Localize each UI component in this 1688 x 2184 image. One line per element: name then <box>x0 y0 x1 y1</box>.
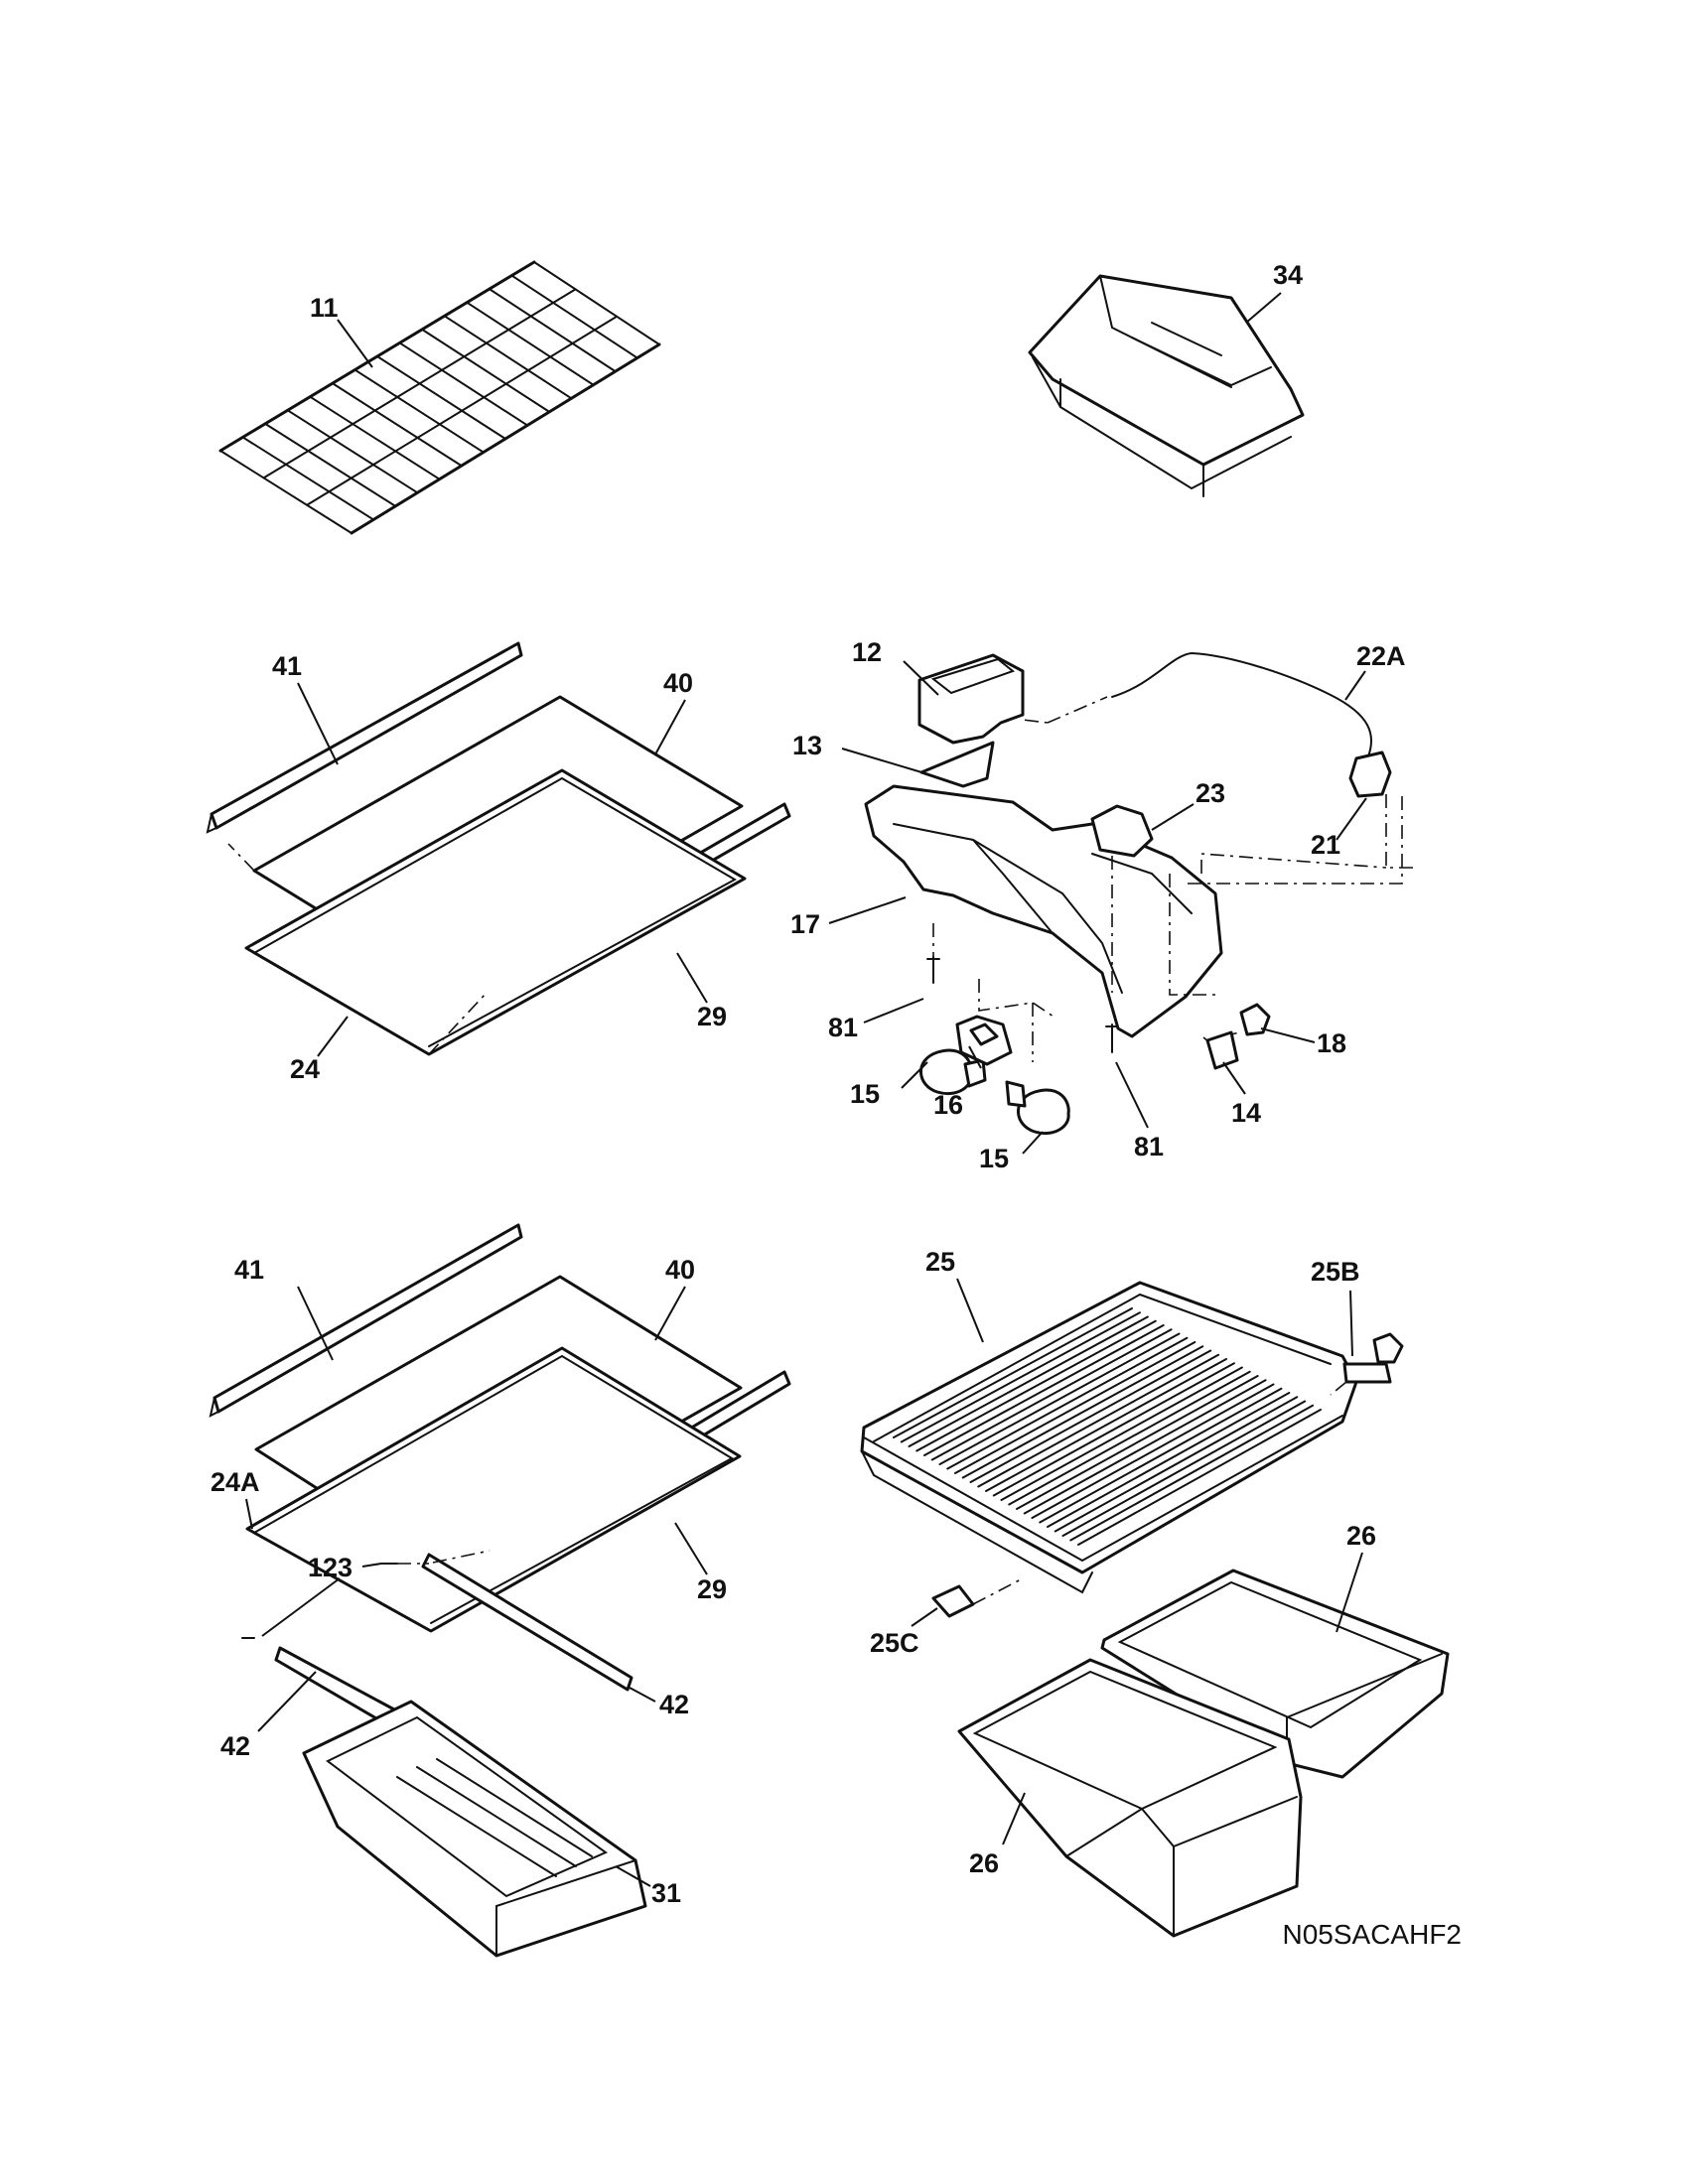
leader-lines <box>245 292 1367 1887</box>
label-40-a: 40 <box>663 668 693 698</box>
crisper-cover <box>860 1281 1404 1618</box>
glass-shelf-assembly-1 <box>206 641 791 1056</box>
label-23: 23 <box>1196 778 1225 808</box>
label-41-a: 41 <box>272 651 302 681</box>
label-25: 25 <box>925 1247 955 1277</box>
label-81-left: 81 <box>828 1013 858 1042</box>
glass-shelf-assembly-2 <box>209 1223 791 1779</box>
label-16: 16 <box>933 1090 963 1120</box>
label-12: 12 <box>852 637 882 667</box>
label-14: 14 <box>1231 1098 1261 1128</box>
label-22a: 22A <box>1356 641 1406 671</box>
label-41-b: 41 <box>234 1255 264 1285</box>
label-25c: 25C <box>870 1628 919 1658</box>
wire-shelf <box>218 260 661 535</box>
crisper-pan-left <box>957 1658 1303 1938</box>
label-26-right: 26 <box>1346 1521 1376 1551</box>
label-42-right: 42 <box>659 1690 689 1719</box>
label-31: 31 <box>651 1878 681 1908</box>
label-24a: 24A <box>211 1467 260 1497</box>
label-29-a: 29 <box>697 1002 727 1031</box>
label-42-left: 42 <box>220 1731 250 1761</box>
meat-pan <box>302 1700 647 1958</box>
label-34: 34 <box>1273 260 1303 290</box>
label-11: 11 <box>310 293 339 323</box>
upper-crisper-pan <box>1028 274 1305 497</box>
label-26-left: 26 <box>969 1848 999 1878</box>
label-21: 21 <box>1311 830 1340 860</box>
label-17: 17 <box>790 909 820 939</box>
label-29-b: 29 <box>697 1574 727 1604</box>
label-15-left: 15 <box>850 1079 880 1109</box>
control-housing-assembly <box>864 651 1414 1135</box>
part-labels: 11 34 41 40 29 24 12 13 17 81 15 16 15 8… <box>211 260 1462 1950</box>
label-40-b: 40 <box>665 1255 695 1285</box>
diagram-code: N05SACAHF2 <box>1282 1919 1462 1950</box>
label-18: 18 <box>1317 1028 1346 1058</box>
label-25b: 25B <box>1311 1257 1360 1287</box>
label-24: 24 <box>290 1054 320 1084</box>
label-123: 123 <box>308 1553 352 1582</box>
label-81-right: 81 <box>1134 1132 1164 1161</box>
label-15-lower: 15 <box>979 1144 1009 1173</box>
label-13: 13 <box>792 731 822 760</box>
